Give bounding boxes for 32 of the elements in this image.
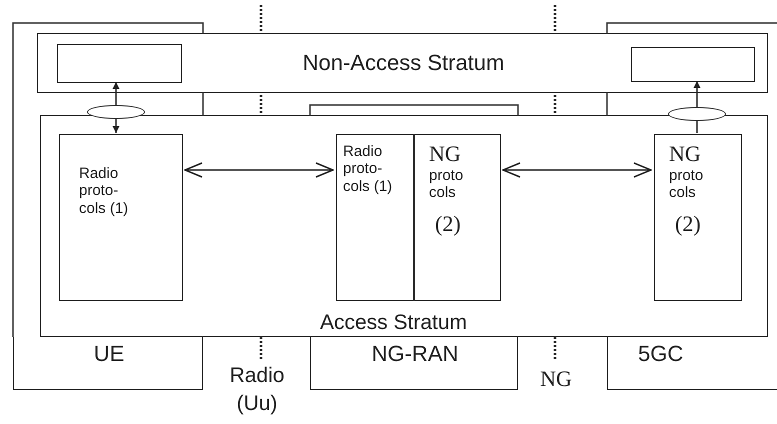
protocol-label: NG	[429, 141, 462, 166]
protocol-box	[59, 134, 183, 301]
arrow	[112, 82, 120, 105]
arrow	[184, 162, 334, 178]
network-box	[310, 337, 518, 390]
empty-box	[57, 44, 182, 83]
protocol-box	[654, 134, 742, 301]
box-label: NG-RAN	[370, 341, 460, 366]
network-box	[607, 337, 777, 390]
protocol-label: Radio proto- cols (1)	[79, 165, 130, 217]
stratum-band	[40, 115, 768, 337]
protocol-label: proto cols	[429, 167, 464, 202]
stratum-band	[37, 33, 768, 93]
access-point-ellipse	[668, 107, 726, 121]
protocol-label: NG	[669, 141, 702, 166]
connector-line	[696, 121, 698, 133]
empty-box	[631, 47, 755, 82]
interface-label: Radio (Uu)	[228, 363, 286, 418]
arrow	[502, 162, 652, 178]
band-label: Non-Access Stratum	[302, 50, 506, 76]
protocol-box	[414, 134, 501, 301]
protocol-box	[336, 134, 414, 301]
box-label: UE	[92, 341, 126, 366]
interface-label: NG	[539, 365, 573, 393]
arrow	[112, 119, 120, 133]
network-box	[13, 337, 203, 390]
protocol-label: (2)	[675, 211, 702, 236]
box-label: 5GC	[638, 341, 684, 366]
protocol-label: Radio proto- cols (1)	[343, 143, 394, 195]
protocol-label: (2)	[435, 211, 462, 236]
protocol-label: proto cols	[669, 167, 704, 202]
arrow	[694, 81, 700, 107]
